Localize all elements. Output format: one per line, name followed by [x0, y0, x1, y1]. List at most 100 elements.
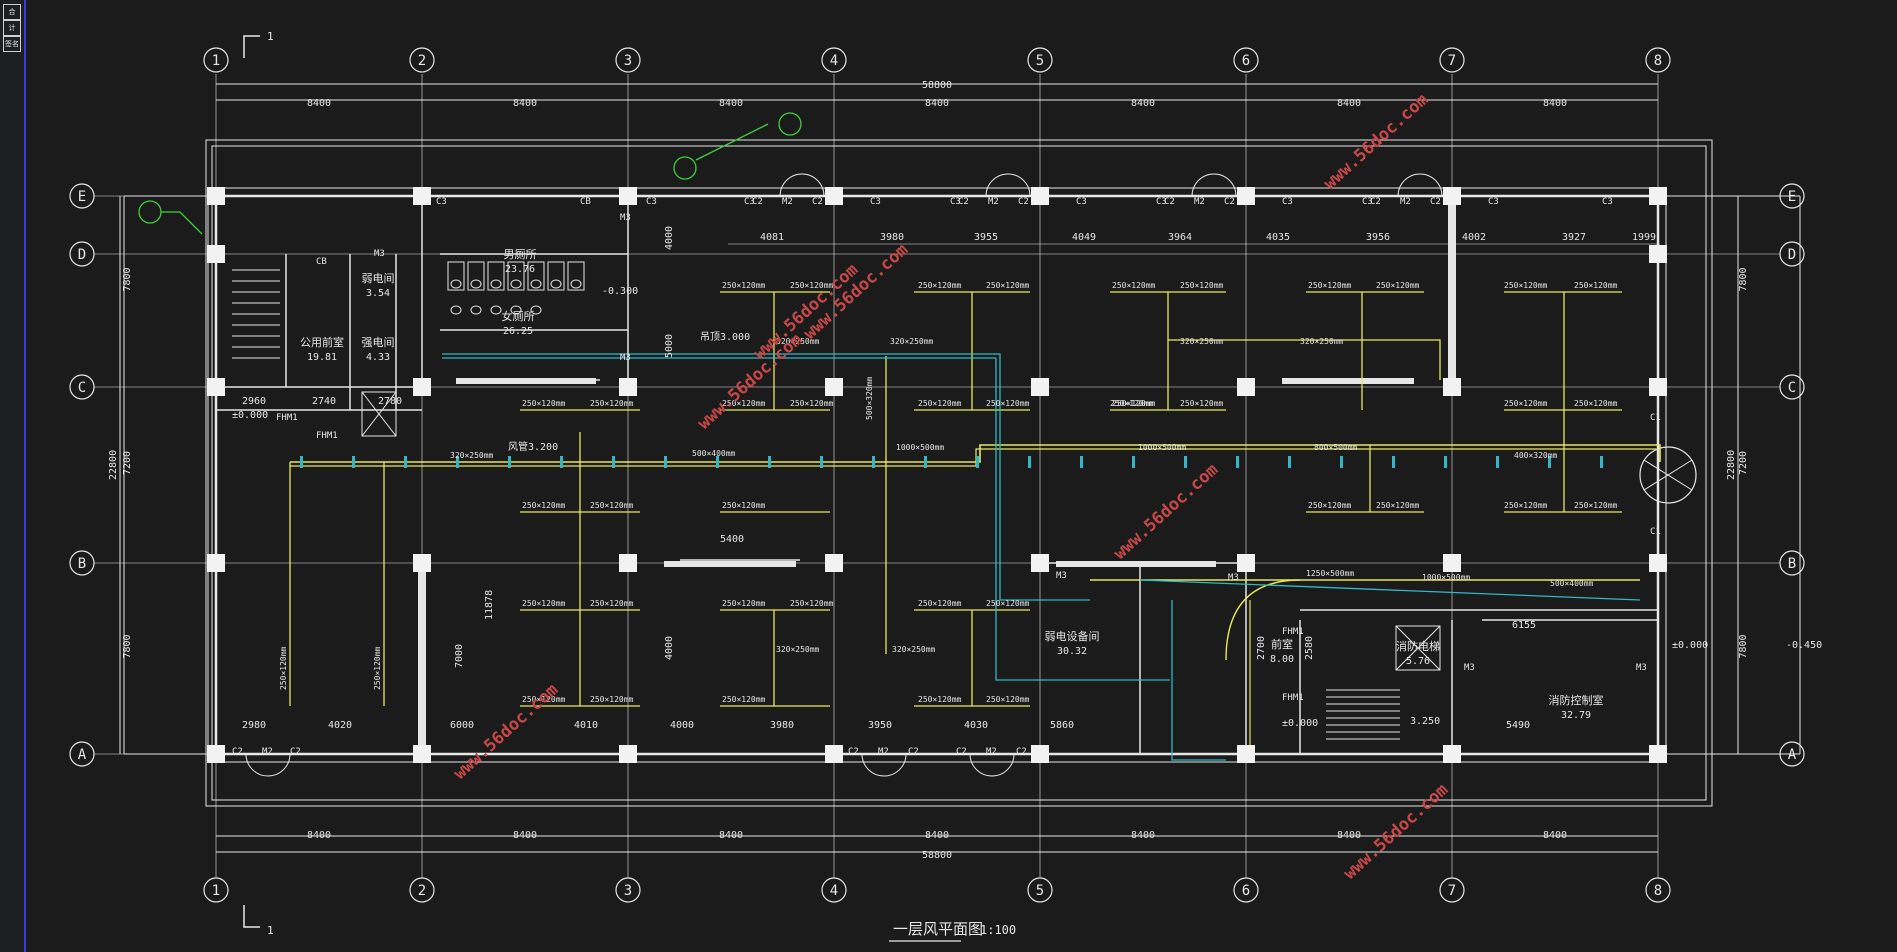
- grid-bubble: [821, 47, 847, 73]
- door-tag: C3: [744, 197, 755, 207]
- structural-column: [1031, 187, 1049, 205]
- grid-bubble: [69, 374, 95, 400]
- damper: [1288, 456, 1291, 468]
- toilet-stall: [567, 261, 585, 291]
- duct-size-label: 250×120mm: [790, 599, 834, 608]
- duct-elbow: [1225, 579, 1301, 661]
- grid-label: E: [1788, 189, 1796, 205]
- room-area: 32.79: [1561, 710, 1591, 721]
- door-tag: M3: [1228, 573, 1239, 583]
- door-swing: [1191, 173, 1237, 197]
- grid-label: 1: [212, 53, 220, 69]
- dim-bay: 8400: [307, 98, 331, 109]
- grid-label: 3: [624, 883, 632, 899]
- door-tag: CB: [316, 257, 327, 267]
- door-tag: C2: [1164, 197, 1175, 207]
- duct-size-label: 800×500mm: [1314, 443, 1358, 452]
- drawing-scale: 1:100: [980, 923, 1016, 937]
- drawing-frame: [94, 74, 1801, 878]
- sidebar-mark: 签名: [3, 36, 21, 52]
- duct-size-label: 320×250mm: [892, 645, 936, 654]
- grid-bubble: [203, 877, 229, 903]
- damper: [1340, 456, 1343, 468]
- door-tag: FHM1: [1282, 693, 1304, 703]
- structural-column: [619, 187, 637, 205]
- grid-bubble: [1027, 47, 1053, 73]
- duct-size-label: 250×120mm: [1112, 281, 1156, 290]
- grid-bubble: [409, 47, 435, 73]
- door-tag: C3: [1602, 197, 1613, 207]
- dim-inner: 4030: [964, 720, 988, 731]
- duct-size-label: 250×120mm: [722, 599, 766, 608]
- duct-size-label: 320×250mm: [1180, 337, 1224, 346]
- grid-bubble: [1779, 241, 1805, 267]
- structural-column: [1443, 378, 1461, 396]
- duct-size-label: 250×120mm: [1180, 281, 1224, 290]
- room-name: 女厕所: [502, 309, 535, 323]
- duct-network: [289, 291, 1661, 761]
- wall-slab: [456, 378, 596, 384]
- dim-label: 2700: [1256, 636, 1267, 660]
- sidebar-mark: 合: [3, 4, 21, 20]
- dim-bay: 8400: [1131, 98, 1155, 109]
- revolving-door: [1639, 446, 1697, 504]
- duct-size-label: 1250×500mm: [1306, 569, 1354, 578]
- structural-column: [825, 554, 843, 572]
- room-area: 3.54: [366, 288, 390, 299]
- dim-label: 4000: [664, 226, 675, 250]
- room-area: 4.33: [366, 352, 390, 363]
- dim-label: 5400: [720, 534, 744, 545]
- grid-bubble: [1645, 47, 1671, 73]
- duct-size-label: 400×320mm: [1514, 451, 1558, 460]
- door-tag: C3: [1362, 197, 1373, 207]
- duct-size-label: 250×120mm: [1574, 399, 1618, 408]
- damper: [976, 456, 979, 468]
- grid-bubble: [69, 741, 95, 767]
- level-mark: 3.250: [1410, 716, 1440, 727]
- toilet-bowl: [550, 279, 562, 289]
- door-tag: M2: [1400, 197, 1411, 207]
- door-tag: C2: [958, 197, 969, 207]
- structural-column: [1031, 378, 1049, 396]
- dim-bay: 8400: [719, 98, 743, 109]
- grid-bubble: [69, 550, 95, 576]
- main-duct-inner: [290, 448, 1656, 467]
- section-mark-bottom: [243, 905, 260, 928]
- duct-size-label: 500×400mm: [1550, 579, 1594, 588]
- dim-bay: 8400: [1337, 830, 1361, 841]
- duct-size-label: 250×120mm: [1504, 281, 1548, 290]
- toilet-bowl: [470, 279, 482, 289]
- structural-column: [825, 745, 843, 763]
- diffuser-branch: [1168, 339, 1441, 380]
- dim-inner: 4000: [670, 720, 694, 731]
- duct-size-label: 1000×500mm: [896, 443, 944, 452]
- damper: [1496, 456, 1499, 468]
- cyan-duct: [999, 462, 1090, 601]
- toilet-bowl: [490, 279, 502, 289]
- duct-size-label: 250×120mm: [1504, 399, 1548, 408]
- duct-size-label: 250×120mm: [1574, 501, 1618, 510]
- toilet-stall: [547, 261, 565, 291]
- elevator-x: [361, 391, 397, 437]
- door-tag: C2: [1016, 747, 1027, 757]
- wall-slab: [1448, 196, 1456, 386]
- duct-size-label: 250×120mm: [790, 399, 834, 408]
- main-duct: [290, 444, 1661, 463]
- door-swing: [1397, 173, 1443, 197]
- grid-bubble: [1645, 877, 1671, 903]
- grid-label: 2: [418, 53, 426, 69]
- door-tag: C2: [1370, 197, 1381, 207]
- toilet-stall: [447, 261, 465, 291]
- room-name: 强电间: [362, 336, 395, 349]
- dim-inner: 3964: [1168, 232, 1192, 243]
- dim-inner: 3980: [770, 720, 794, 731]
- door-tag: C3: [1282, 197, 1293, 207]
- damper: [1028, 456, 1031, 468]
- door-tag: M3: [374, 249, 385, 259]
- dim-label: 5000: [664, 334, 675, 358]
- dim-label: 11878: [484, 590, 495, 620]
- door-tag: C2: [848, 747, 859, 757]
- door-swing: [245, 753, 291, 777]
